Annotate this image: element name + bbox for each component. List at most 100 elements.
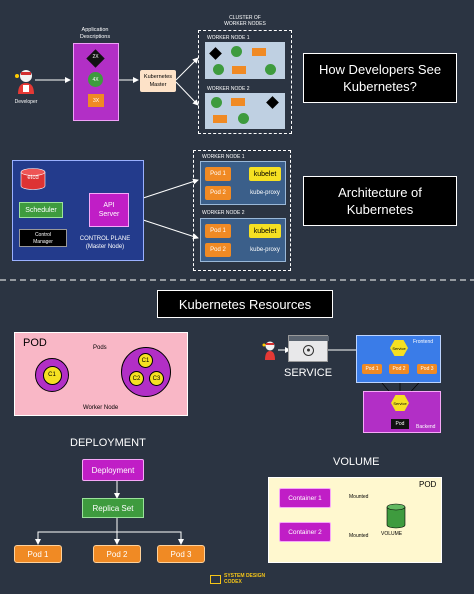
arch-worker-node-2-label: WORKER NODE 2 bbox=[202, 210, 245, 216]
kubelet: kubelet bbox=[249, 167, 281, 181]
kube-proxy: kube-proxy bbox=[250, 190, 280, 196]
api-server-box: API Server bbox=[89, 193, 129, 227]
how-developers-title-line-2: Kubernetes? bbox=[343, 79, 417, 94]
architecture-title: Architecture of Kubernetes bbox=[303, 176, 457, 226]
service-label: SERVICE bbox=[284, 367, 333, 379]
backend-service-node: Service bbox=[391, 395, 409, 411]
pod-section: POD Pods C1 C1 C2 C3 Worker Node bbox=[14, 332, 188, 416]
orange-square-icon bbox=[213, 115, 227, 123]
deployment-pod-2: Pod 2 bbox=[93, 545, 141, 563]
deployment-pod-3: Pod 3 bbox=[157, 545, 205, 563]
cluster-of-worker-nodes: WORKER NODE 1 WORKER NODE 2 bbox=[198, 30, 292, 134]
cluster-label: CLUSTER OF WORKER NODES bbox=[205, 15, 285, 27]
kubernetes-resources-title: Kubernetes Resources bbox=[157, 290, 333, 318]
browser-bar bbox=[289, 336, 329, 341]
k8s-master-line-1: Kubernetes bbox=[143, 74, 173, 80]
green-circle-icon bbox=[231, 46, 242, 57]
app-descriptions-line-1: Application bbox=[81, 27, 109, 33]
kube-proxy: kube-proxy bbox=[250, 247, 280, 253]
pod-2: Pod 2 bbox=[205, 243, 231, 257]
scheduler-box: Scheduler bbox=[19, 202, 63, 218]
brand-line-1: SYSTEM DESIGN bbox=[224, 573, 266, 579]
volume-icon bbox=[386, 503, 406, 529]
volume-label: VOLUME bbox=[381, 531, 403, 537]
backend-group: Service Pod Backend bbox=[363, 391, 441, 433]
etcd-cylinder: etcd bbox=[19, 168, 47, 190]
replica-set-box: Replica Set bbox=[82, 498, 144, 518]
container-c3: C3 bbox=[149, 371, 164, 386]
pod-1: Pod 1 bbox=[205, 167, 231, 181]
brand-logo: SYSTEM DESIGN CODEX bbox=[210, 573, 270, 589]
control-plane-line-2: (Master Node) bbox=[85, 244, 125, 250]
container-1: Container 1 bbox=[279, 488, 331, 508]
container-2: Container 2 bbox=[279, 522, 331, 542]
pod-title: POD bbox=[23, 337, 47, 349]
volume-title: VOLUME bbox=[333, 456, 380, 468]
pod-2: Pod 2 bbox=[205, 186, 231, 200]
brand-text: SYSTEM DESIGN CODEX bbox=[224, 573, 265, 585]
control-manager-line-2: Manager bbox=[33, 239, 53, 245]
control-manager-line-1: Control bbox=[34, 232, 52, 238]
cluster-label-line-2: WORKER NODES bbox=[224, 21, 266, 27]
api-server-line-2: Server bbox=[98, 211, 120, 218]
container-c2: C2 bbox=[129, 371, 144, 386]
etcd-icon bbox=[20, 168, 46, 190]
api-server-line-1: API bbox=[103, 202, 115, 209]
deployment-pod-1: Pod 1 bbox=[14, 545, 62, 563]
arch-worker-node-1: Pod 1 Pod 2 kubelet kube-proxy bbox=[200, 161, 286, 205]
orange-square-icon bbox=[232, 66, 246, 74]
multi-container-pod: C1 C2 C3 bbox=[121, 347, 171, 397]
green-circle-icon bbox=[211, 97, 222, 108]
app-descriptions-line-2: Descriptions bbox=[79, 34, 111, 40]
developer-icon bbox=[15, 70, 34, 94]
kubelet: kubelet bbox=[249, 224, 281, 238]
control-plane-label: CONTROL PLANE (Master Node) bbox=[67, 235, 143, 251]
architecture-title-line-2: Kubernetes bbox=[346, 202, 414, 217]
container-c1: C1 bbox=[42, 365, 62, 385]
service-endpoint-browser: ● bbox=[288, 335, 329, 362]
frontend-service-node: Service bbox=[390, 340, 408, 356]
mounted-label-2: Mounted bbox=[349, 533, 369, 539]
how-developers-see-title: How Developers See Kubernetes? bbox=[303, 53, 457, 103]
deployment-box: Deployment bbox=[82, 459, 144, 481]
app-descriptions-label: Application Descriptions bbox=[70, 27, 120, 41]
worker-nodes-group: WORKER NODE 1 Pod 1 Pod 2 kubelet kube-p… bbox=[193, 150, 291, 271]
backend-label: Backend bbox=[416, 424, 436, 430]
pods-label: Pods bbox=[93, 345, 107, 351]
frontend-pod-2: Pod 2 bbox=[389, 364, 409, 374]
developer-label: Developer bbox=[14, 99, 38, 105]
top-worker-node-1-label: WORKER NODE 1 bbox=[207, 35, 250, 41]
control-plane-line-1: CONTROL PLANE bbox=[79, 236, 131, 242]
control-manager-box: Control Manager bbox=[19, 229, 67, 247]
container-c1: C1 bbox=[138, 353, 153, 368]
frontend-label: Frontend bbox=[413, 339, 434, 345]
frontend-group: Frontend Service Pod 1 Pod 2 Pod 3 bbox=[356, 335, 441, 383]
green-circle-icon bbox=[238, 113, 249, 124]
badge-3x-square: 3X bbox=[88, 94, 104, 107]
orange-square-icon bbox=[252, 48, 266, 56]
top-worker-node-1 bbox=[205, 42, 285, 79]
green-circle-icon bbox=[265, 64, 276, 75]
cluster-label-line-1: CLUSTER OF bbox=[229, 15, 261, 21]
top-worker-node-2-label: WORKER NODE 2 bbox=[207, 86, 250, 92]
backend-pod: Pod bbox=[391, 419, 409, 429]
worker-node-label: Worker Node bbox=[83, 405, 119, 411]
deployment-title: DEPLOYMENT bbox=[70, 437, 146, 449]
globe-icon: ● bbox=[303, 345, 314, 356]
arch-worker-node-1-label: WORKER NODE 1 bbox=[202, 154, 245, 160]
volume-pod-label: POD bbox=[419, 480, 437, 489]
arch-worker-node-2: Pod 1 Pod 2 kubelet kube-proxy bbox=[200, 218, 286, 262]
brand-line-2: CODEX bbox=[224, 579, 242, 585]
volume-pod-section: POD Container 1 Container 2 Mounted Moun… bbox=[268, 477, 442, 563]
green-circle-icon bbox=[213, 64, 224, 75]
volume-cylinder bbox=[385, 503, 407, 529]
control-plane: etcd Scheduler Control Manager API Serve… bbox=[12, 160, 144, 261]
badge-2x: 2X bbox=[92, 54, 99, 60]
k8s-master-line-2: Master bbox=[149, 82, 167, 88]
top-worker-node-2 bbox=[205, 93, 285, 129]
kubernetes-master-box: Kubernetes Master bbox=[140, 70, 176, 92]
single-container-pod: C1 bbox=[35, 358, 69, 392]
diamond-icon bbox=[266, 96, 279, 109]
badge-4x-circle: 4X bbox=[88, 72, 103, 87]
book-icon bbox=[210, 575, 221, 584]
